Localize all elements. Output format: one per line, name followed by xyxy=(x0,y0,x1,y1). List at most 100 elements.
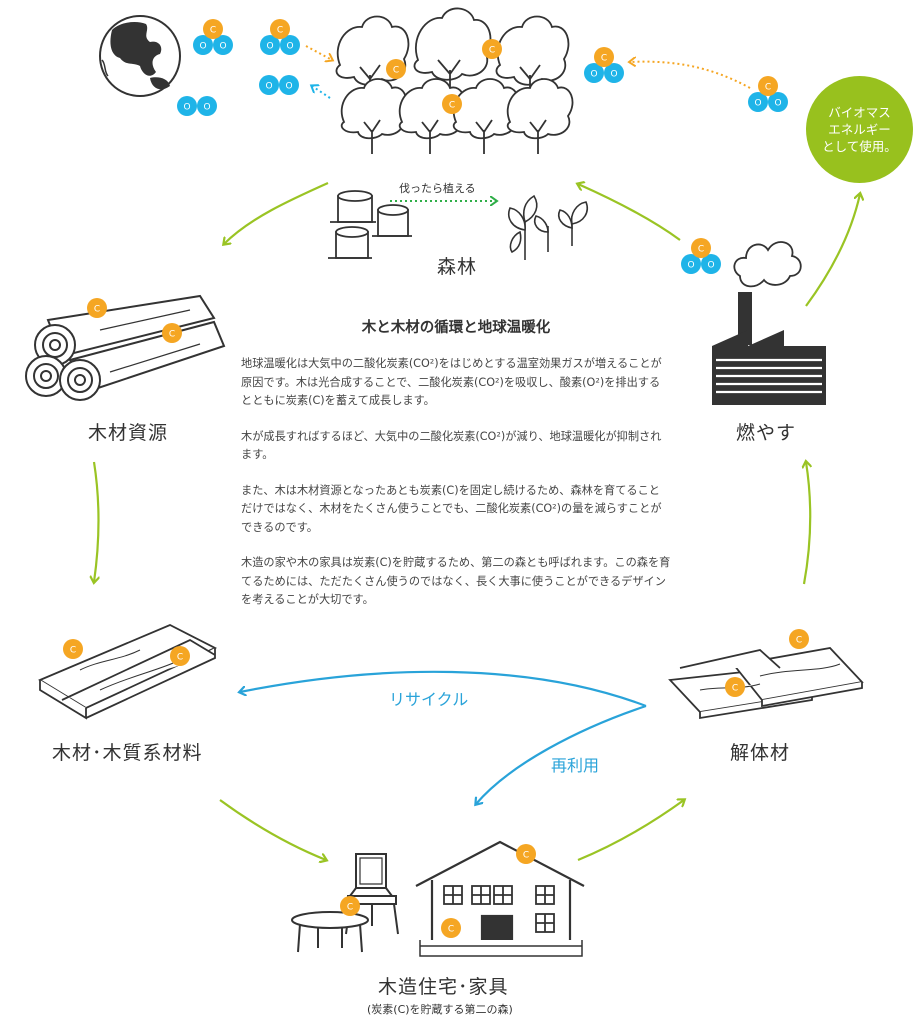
replant-label: 伐ったら植える xyxy=(399,182,476,195)
arrow-resource-to-material xyxy=(94,461,99,582)
oxygen-atom: O xyxy=(681,254,701,274)
node-label-resource: 木材資源 xyxy=(88,422,169,444)
carbon-atom: C xyxy=(516,844,536,864)
svg-text:C: C xyxy=(489,46,495,56)
svg-text:O: O xyxy=(590,70,597,80)
carbon-atom: C xyxy=(789,629,809,649)
carbon-atom: C xyxy=(162,323,182,343)
svg-text:C: C xyxy=(449,101,455,111)
node-label-housing-sub: (炭素(C)を貯蔵する第二の森) xyxy=(367,1003,513,1016)
arrow-burn-to-forest xyxy=(578,184,681,241)
furniture-icon xyxy=(291,853,399,953)
node-label-material: 木材･木質系材料 xyxy=(52,742,203,764)
carbon-atom: C xyxy=(758,76,778,96)
factory-icon xyxy=(712,241,826,405)
house-icon xyxy=(415,840,585,957)
svg-text:O: O xyxy=(285,82,292,92)
svg-text:O: O xyxy=(266,42,273,52)
reuse-arrows xyxy=(240,670,647,804)
svg-text:O: O xyxy=(754,99,761,109)
svg-text:O: O xyxy=(707,261,714,271)
oxygen-atom: O xyxy=(177,96,197,116)
oxygen-atom: O xyxy=(279,75,299,95)
carbon-atom: C xyxy=(203,19,223,39)
arrow-reuse xyxy=(476,704,647,804)
carbon-atom: C xyxy=(482,39,502,59)
saplings-icon xyxy=(508,194,588,260)
carbon-atom: C xyxy=(725,677,745,697)
planks-icon xyxy=(38,624,218,720)
svg-text:C: C xyxy=(94,305,100,315)
biomass-line: バイオマス xyxy=(828,105,891,120)
svg-text:O: O xyxy=(774,99,781,109)
oxygen-atom: O xyxy=(193,35,213,55)
forest-trees-icon xyxy=(335,7,574,154)
svg-text:O: O xyxy=(199,42,206,52)
biomass-line: として使用。 xyxy=(822,139,897,154)
svg-text:C: C xyxy=(765,83,771,93)
panel-paragraph: 地球温暖化は大気中の二酸化炭素(CO²)をはじめとする温室効果ガスが増えることが… xyxy=(241,357,662,407)
svg-text:C: C xyxy=(393,66,399,76)
carbon-atom: C xyxy=(441,918,461,938)
biomass-energy-badge: バイオマス エネルギー として使用。 xyxy=(806,76,913,183)
node-label-housing: 木造住宅･家具 xyxy=(378,976,509,998)
svg-text:C: C xyxy=(277,26,283,36)
carbon-atom: C xyxy=(442,94,462,114)
dotted-arrows xyxy=(305,45,751,201)
carbon-atom: C xyxy=(270,19,290,39)
oxygen-atom: O xyxy=(701,254,721,274)
panel-paragraph: また、木は木材資源となったあとも炭素(C)を固定し続けるため、森林を育てることだ… xyxy=(241,483,662,534)
explanation-panel: 木と木材の循環と地球温暖化 地球温暖化は大気中の二酸化炭素(CO²)をはじめとす… xyxy=(241,316,671,627)
svg-text:O: O xyxy=(610,70,617,80)
oxygen-atom: O xyxy=(213,35,233,55)
svg-text:C: C xyxy=(169,330,175,340)
svg-text:C: C xyxy=(732,684,738,694)
panel-paragraph: 木造の家や木の家具は炭素(C)を貯蔵するため、第二の森とも呼ばれます。この森を育… xyxy=(241,556,671,606)
oxygen-atom: O xyxy=(604,63,624,83)
panel-paragraph: 木が成長すればするほど、大気中の二酸化炭素(CO²)が減り、地球温暖化が抑制され… xyxy=(241,429,662,462)
arrow-biomass-co2 xyxy=(630,62,751,89)
oxygen-atom: O xyxy=(748,92,768,112)
svg-text:O: O xyxy=(203,103,210,113)
carbon-atom: C xyxy=(386,59,406,79)
node-label-forest: 森林 xyxy=(437,256,478,278)
svg-text:C: C xyxy=(177,653,183,663)
carbon-atom: C xyxy=(87,298,107,318)
oxygen-atom: O xyxy=(584,63,604,83)
globe-icon xyxy=(99,15,181,97)
oxygen-atom: O xyxy=(260,35,280,55)
oxygen-atom: O xyxy=(280,35,300,55)
svg-text:O: O xyxy=(687,261,694,271)
logs-icon xyxy=(25,294,226,401)
arrow-forest-to-resource xyxy=(224,181,329,244)
recycle-label: リサイクル xyxy=(389,690,469,709)
arrow-o2-out-of-forest xyxy=(312,86,331,99)
carbon-atom: C xyxy=(594,47,614,67)
stumps-icon xyxy=(328,190,412,259)
cycle-arrows xyxy=(94,183,860,860)
panel-title: 木と木材の循環と地球温暖化 xyxy=(361,320,551,336)
arrow-material-to-housing xyxy=(219,799,326,860)
carbon-atom: C xyxy=(340,896,360,916)
svg-text:C: C xyxy=(796,636,802,646)
svg-text:O: O xyxy=(265,82,272,92)
biomass-line: エネルギー xyxy=(828,122,891,137)
arrow-burn-to-biomass xyxy=(805,194,860,307)
arrow-co2-into-forest xyxy=(305,45,332,60)
svg-text:O: O xyxy=(183,103,190,113)
node-label-demolition: 解体材 xyxy=(730,742,791,764)
oxygen-atom: O xyxy=(197,96,217,116)
carbon-atom: C xyxy=(170,646,190,666)
oxygen-atom: O xyxy=(768,92,788,112)
svg-text:C: C xyxy=(523,851,529,861)
node-label-burn: 燃やす xyxy=(736,422,797,444)
oxygen-atom: O xyxy=(259,75,279,95)
svg-text:O: O xyxy=(286,42,293,52)
svg-text:C: C xyxy=(347,903,353,913)
arrow-recycle xyxy=(240,670,647,708)
svg-text:C: C xyxy=(70,646,76,656)
arrow-demolition-to-burn xyxy=(804,462,810,585)
demolition-wood-icon xyxy=(668,647,864,720)
